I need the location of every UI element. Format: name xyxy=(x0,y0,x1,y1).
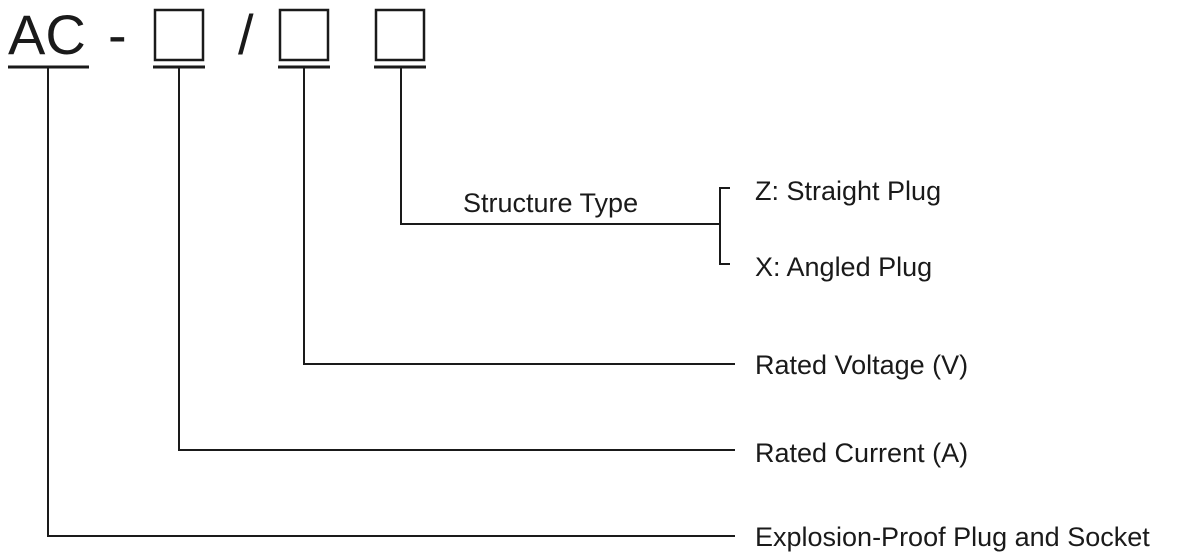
product-label: Explosion-Proof Plug and Socket xyxy=(755,522,1150,552)
product-leader-line xyxy=(47,67,735,537)
angled-plug-label: X: Angled Plug xyxy=(755,252,932,282)
structure-type-label: Structure Type xyxy=(463,188,638,218)
current-placeholder-box xyxy=(153,8,205,62)
voltage-placeholder-box xyxy=(278,8,330,62)
voltage-leader-line xyxy=(303,67,735,365)
code-prefix: AC xyxy=(8,3,86,66)
structure-leader-line xyxy=(400,67,720,225)
code-slash: / xyxy=(238,3,254,66)
rated-voltage-label: Rated Voltage (V) xyxy=(755,350,968,380)
option-bracket xyxy=(719,187,730,265)
straight-plug-label: Z: Straight Plug xyxy=(755,176,941,206)
current-leader-line xyxy=(178,67,735,451)
code-dash: - xyxy=(108,3,127,66)
structure-placeholder-box xyxy=(374,8,426,62)
rated-current-label: Rated Current (A) xyxy=(755,438,968,468)
